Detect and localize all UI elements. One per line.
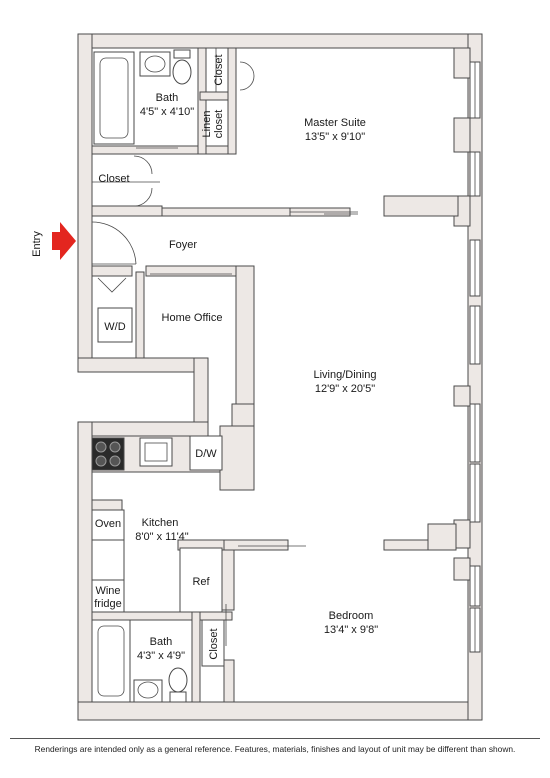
closet-left-label: Closet — [98, 173, 129, 185]
oven-label: Oven — [95, 518, 121, 530]
bath-bottom-name: Bath — [150, 636, 173, 648]
bath-bottom-dims: 4'3" x 4'9" — [137, 650, 185, 662]
wd-label: W/D — [104, 321, 125, 333]
foyer-label: Foyer — [169, 239, 197, 251]
labels: Bath 4'5" x 4'10" Master Suite 13'5" x 9… — [31, 54, 378, 662]
linen-closet-label-1: Linen — [201, 111, 213, 138]
doors — [91, 61, 358, 646]
linen-closet-label-2: closet — [213, 110, 225, 139]
bath-top-name: Bath — [156, 92, 179, 104]
walls — [77, 33, 483, 721]
bath-top-dims: 4'5" x 4'10" — [140, 106, 194, 118]
closet-bottom-label: Closet — [208, 628, 220, 659]
bedroom-dims: 13'4" x 9'8" — [324, 624, 378, 636]
master-suite-dims: 13'5" x 9'10" — [305, 131, 365, 143]
living-dining-name: Living/Dining — [314, 369, 377, 381]
bathtub-top — [93, 51, 135, 145]
living-dining-dims: 12'9" x 20'5" — [315, 383, 375, 395]
entry-label: Entry — [31, 231, 43, 257]
closet-top-label: Closet — [213, 54, 225, 85]
fixtures — [91, 48, 225, 703]
kitchen-name: Kitchen — [142, 517, 179, 529]
wine-fridge-label-2: fridge — [94, 598, 122, 610]
disclaimer-text: Renderings are intended only as a genera… — [34, 744, 516, 754]
stove-icon — [91, 437, 125, 471]
kitchen-dims: 8'0" x 11'4" — [135, 531, 188, 543]
ref-label: Ref — [192, 576, 210, 588]
wine-fridge-label-1: Wine — [95, 585, 120, 597]
home-office-label: Home Office — [162, 312, 223, 324]
bedroom-name: Bedroom — [329, 610, 374, 622]
windows — [469, 61, 481, 653]
dw-label: D/W — [195, 448, 217, 460]
entry-arrow-icon — [52, 222, 76, 260]
divider — [10, 738, 540, 739]
master-suite-name: Master Suite — [304, 117, 366, 129]
